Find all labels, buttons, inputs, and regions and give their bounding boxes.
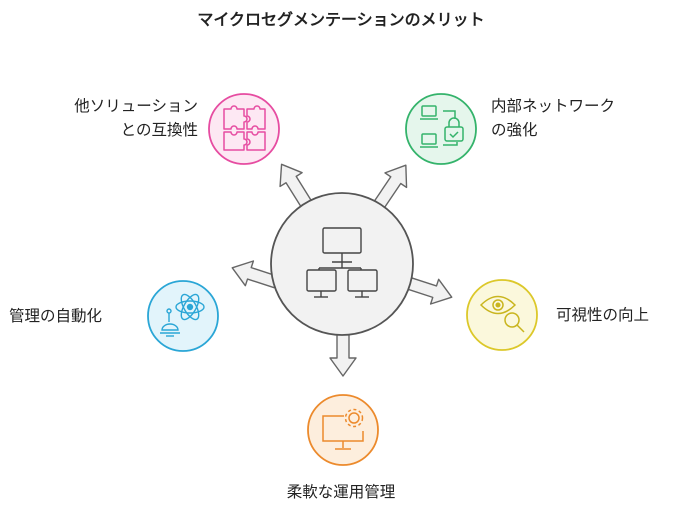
- arrow-top-right: [373, 164, 408, 210]
- node-operations: [307, 394, 379, 466]
- network-computers-icon: [306, 227, 378, 298]
- node-compatibility: [208, 93, 280, 165]
- label-compatibility-line2: との互換性: [120, 121, 198, 139]
- monitor-gear-icon: [322, 408, 364, 450]
- node-visibility: [466, 279, 538, 351]
- arrow-right: [405, 276, 453, 305]
- arrow-top-left: [279, 163, 313, 209]
- center-node: [270, 192, 414, 336]
- network-lock-icon: [420, 105, 464, 148]
- node-network: [405, 93, 477, 165]
- label-operations: 柔軟な運用管理: [286, 483, 396, 501]
- node-automation: [147, 280, 219, 352]
- label-compatibility-line1: 他ソリューション: [74, 97, 198, 115]
- label-network-line2: の強化: [491, 121, 538, 139]
- arrows: [231, 163, 453, 377]
- label-compatibility: 他ソリューション との互換性: [45, 94, 198, 142]
- label-network: 内部ネットワーク の強化: [491, 94, 615, 142]
- puzzle-icon: [223, 105, 266, 151]
- label-automation: 管理の自動化: [9, 307, 103, 325]
- robot-atom-icon: [160, 293, 205, 337]
- eye-magnifier-icon: [479, 295, 525, 333]
- label-network-line1: 内部ネットワーク: [491, 97, 616, 115]
- arrow-bottom: [329, 331, 357, 377]
- diagram-title: マイクロセグメンテーションのメリット: [197, 10, 485, 29]
- label-visibility: 可視性の向上: [556, 306, 650, 324]
